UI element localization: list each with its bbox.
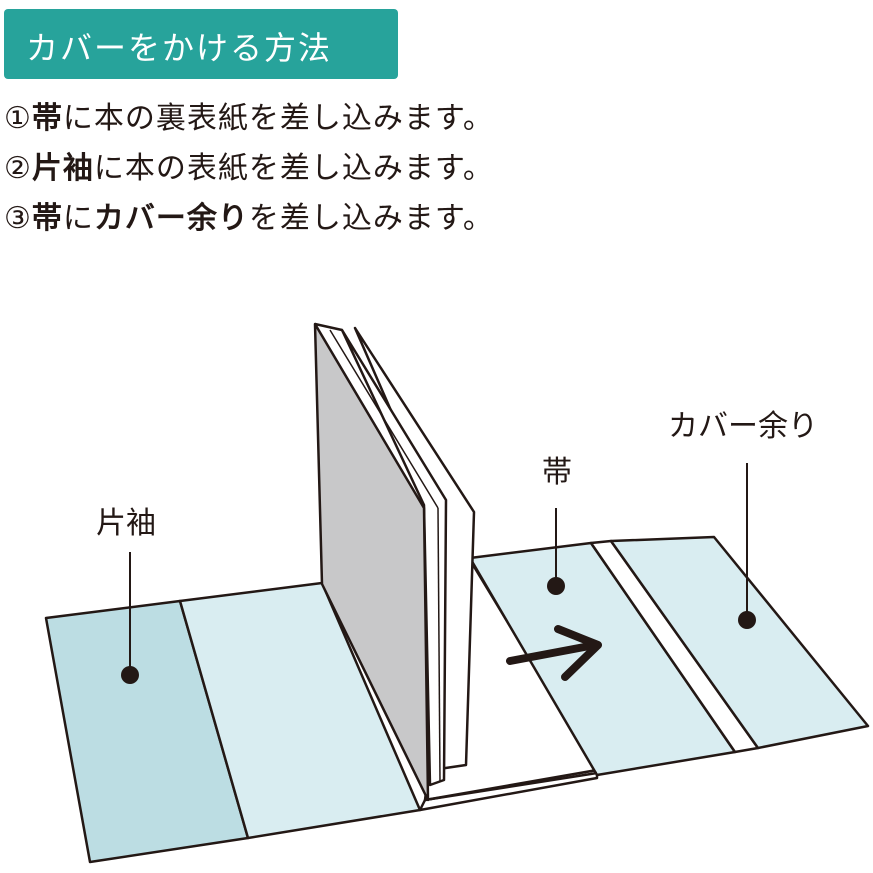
step-2: ②片袖に本の表紙を差し込みます。 [4, 143, 494, 187]
step-2-part-2: に本の表紙を差し込みます。 [93, 151, 494, 186]
sleeve-label: 片袖 [96, 506, 156, 541]
step-3-part-4: を差し込みます。 [248, 201, 494, 236]
step-1-part-1: 帯 [31, 101, 63, 136]
band-callout-dot [547, 577, 565, 595]
step-2-part-1: 片袖 [31, 151, 94, 186]
step-3-part-2: に [62, 201, 94, 236]
book-cover-edge [314, 322, 343, 332]
book-page-line-2 [437, 507, 441, 783]
title-box: カバーをかける方法 [4, 9, 398, 79]
step-3: ③帯にカバー余りを差し込みます。 [4, 193, 494, 237]
sleeve-callout-dot [121, 666, 139, 684]
step-3-mark: ③ [4, 201, 32, 236]
step-1-part-2: に本の裏表紙を差し込みます。 [62, 101, 494, 136]
step-3-part-3: カバー余り [93, 201, 249, 236]
step-3-part-1: 帯 [31, 201, 63, 236]
remainder-callout-dot [738, 611, 756, 629]
cover-remainder-panel [609, 535, 870, 750]
book-page-line-1 [329, 329, 439, 509]
page-title: カバーをかける方法 [26, 29, 333, 67]
cover-bottom-edge [424, 771, 598, 802]
cover-remainder-label: カバー余り [668, 409, 818, 444]
step-1: ①帯に本の裏表紙を差し込みます。 [4, 93, 494, 137]
step-1-mark: ① [4, 101, 32, 136]
step-2-mark: ② [4, 151, 32, 186]
arrow-right-icon [506, 625, 602, 681]
band-label: 帯 [542, 455, 572, 490]
